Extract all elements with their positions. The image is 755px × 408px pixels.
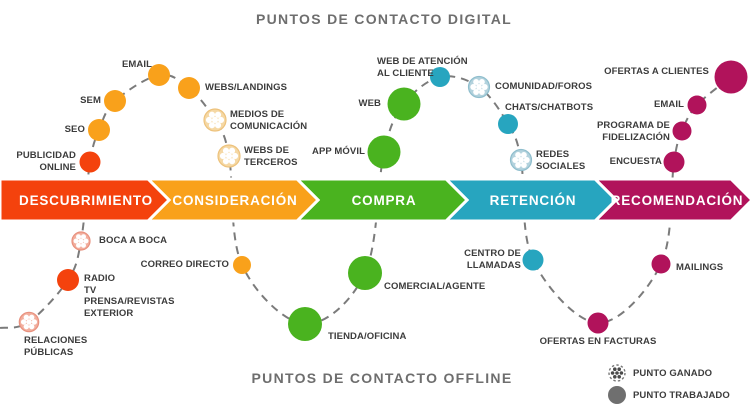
touchpoint-publicidad-online-circle: [79, 151, 101, 173]
touchpoint-email-recomendacion-label: EMAIL: [653, 99, 684, 110]
legend-item-punto-trabajado: PUNTO TRABAJADO: [607, 385, 730, 405]
punto-trabajado-icon: [608, 386, 626, 404]
touchpoint-web-circle: [387, 87, 421, 121]
touchpoint-tienda-oficina-label: TIENDA/OFICINA: [328, 331, 407, 342]
touchpoint-ofertas-a-clientes-label: OFERTAS A CLIENTES: [604, 66, 709, 77]
punto-ganado-icon: [608, 364, 626, 382]
touchpoint-web-atencion-cliente-circle: [430, 67, 450, 87]
touchpoint-app-movil-label: APP MÓVIL: [312, 146, 365, 157]
touchpoint-redes-sociales-circle: [509, 148, 533, 172]
touchpoint-relaciones-publicas-circle: [18, 311, 40, 333]
touchpoint-mailings-circle: [651, 254, 671, 274]
touchpoint-seo-label: SEO: [64, 124, 85, 135]
touchpoint-centro-de-llamadas-circle: [522, 249, 544, 271]
touchpoint-programa-fidelizacion-circle: [672, 121, 692, 141]
legend-item-punto-ganado: PUNTO GANADO: [607, 363, 712, 383]
touchpoint-ofertas-a-clientes-circle: [714, 60, 748, 94]
stage-label-consideracion: CONSIDERACIÓN: [172, 192, 298, 208]
touchpoint-comercial-agente-label: COMERCIAL/AGENTE: [384, 281, 486, 292]
touchpoint-webs-landings-label: WEBS/LANDINGS: [205, 82, 288, 93]
touchpoint-sem-label: SEM: [80, 95, 101, 106]
legend-label-punto-trabajado: PUNTO TRABAJADO: [633, 389, 730, 401]
touchpoint-encuesta-circle: [663, 151, 685, 173]
legend-label-punto-ganado: PUNTO GANADO: [633, 367, 713, 379]
touchpoint-web-label: WEB: [358, 98, 381, 109]
touchpoint-comunidad-foros-label: COMUNIDAD/FOROS: [495, 81, 593, 92]
touchpoint-webs-landings-circle: [178, 77, 200, 99]
touchpoint-radio-tv-prensa-exterior-circle: [57, 269, 79, 291]
touchpoint-app-movil-circle: [367, 135, 401, 169]
touchpoint-encuesta-label: ENCUESTA: [609, 156, 662, 167]
stage-arrow-descubrimiento: [0, 177, 172, 223]
stage-label-retencion: RETENCIÓN: [489, 192, 577, 208]
touchpoint-tienda-oficina-circle: [288, 307, 322, 341]
touchpoint-ofertas-en-facturas-circle: [587, 312, 609, 334]
touchpoint-mailings-label: MAILINGS: [676, 262, 724, 273]
touchpoint-sem-circle: [104, 90, 126, 112]
touchpoint-seo-circle: [88, 119, 110, 141]
touchpoint-comunidad-foros-circle: [467, 75, 491, 99]
stage-label-descubrimiento: DESCUBRIMIENTO: [19, 192, 153, 208]
stage-label-recomendacion: RECOMENDACIÓN: [610, 192, 744, 208]
touchpoint-correo-directo-circle: [233, 256, 251, 274]
touchpoint-chats-chatbots-circle: [498, 114, 518, 134]
touchpoint-email-recomendacion-circle: [687, 95, 707, 115]
touchpoint-email-descubrimiento-label: EMAIL: [121, 59, 152, 70]
offline-touchpoints-title: PUNTOS DE CONTACTO OFFLINE: [251, 370, 513, 386]
digital-touchpoints-title: PUNTOS DE CONTACTO DIGITAL: [256, 11, 512, 27]
touchpoint-medios-de-comunicacion-circle: [203, 108, 227, 132]
touchpoint-chats-chatbots-label: CHATS/CHATBOTS: [505, 102, 594, 113]
stage-label-compra: COMPRA: [351, 192, 417, 208]
touchpoint-boca-a-boca-label: BOCA A BOCA: [99, 235, 168, 246]
touchpoint-comercial-agente-circle: [348, 256, 382, 290]
touchpoint-correo-directo-label: CORREO DIRECTO: [140, 259, 229, 270]
touchpoint-ofertas-en-facturas-label: OFERTAS EN FACTURAS: [539, 336, 657, 347]
touchpoint-webs-de-terceros-circle: [217, 144, 241, 168]
touchpoint-email-descubrimiento-circle: [148, 64, 170, 86]
touchpoint-boca-a-boca-circle: [71, 231, 91, 251]
